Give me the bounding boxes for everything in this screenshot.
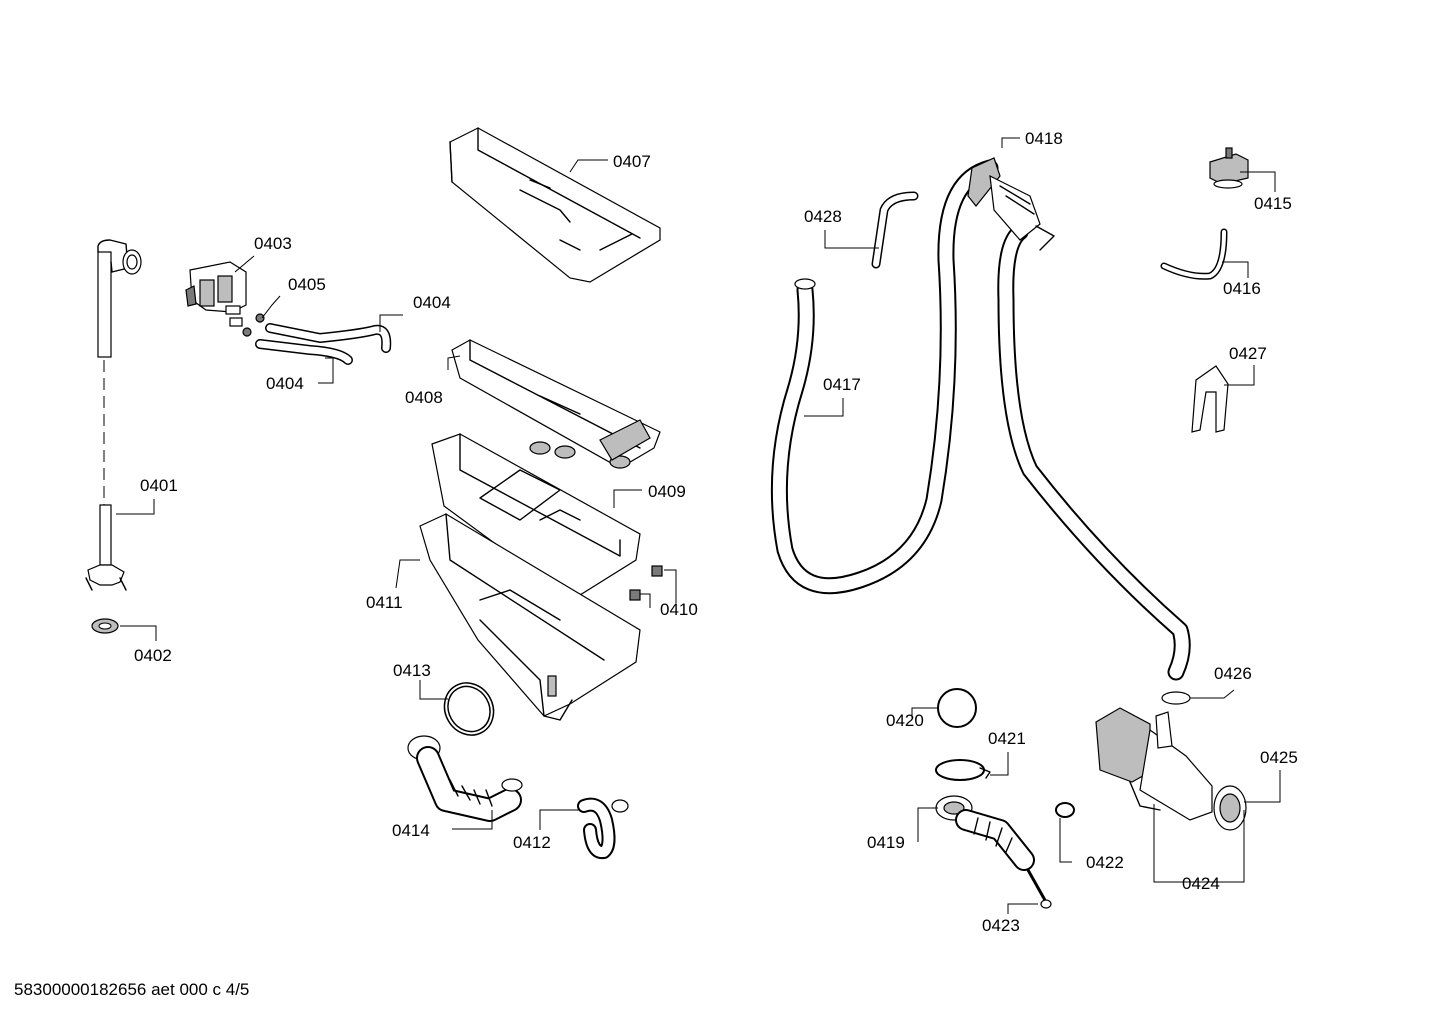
part-labels: 0401 0402 0403 0404 0404 0405 0407 0408 … — [134, 129, 1298, 935]
label-0422: 0422 — [1086, 853, 1124, 872]
part-0417-drain-hose — [770, 159, 999, 595]
label-0403: 0403 — [254, 234, 292, 253]
part-0418-drain-connector-hose — [967, 157, 1191, 681]
label-0425: 0425 — [1260, 748, 1298, 767]
label-0414: 0414 — [392, 821, 430, 840]
part-0407-dispenser-cover — [449, 127, 661, 283]
part-0426-clamp — [1161, 691, 1191, 705]
label-0420: 0420 — [886, 711, 924, 730]
label-0427: 0427 — [1229, 344, 1267, 363]
label-0426: 0426 — [1214, 664, 1252, 683]
label-0408: 0408 — [405, 388, 443, 407]
label-0401: 0401 — [140, 476, 178, 495]
part-0408-dispenser-drawer — [451, 339, 661, 469]
part-0421-clamp — [935, 759, 991, 781]
label-0424: 0424 — [1182, 874, 1220, 893]
leader-lines — [116, 137, 1281, 914]
label-0413: 0413 — [393, 661, 431, 680]
label-0404-lower: 0404 — [266, 374, 304, 393]
part-0410-screws — [629, 565, 663, 601]
part-0404-hoses — [255, 323, 392, 365]
label-0405: 0405 — [288, 275, 326, 294]
part-0427-hose-holder — [1191, 365, 1229, 433]
part-0402-washer — [91, 618, 119, 634]
label-0417: 0417 — [823, 375, 861, 394]
label-0410: 0410 — [660, 600, 698, 619]
part-0415-pressure-sensor — [1209, 147, 1249, 189]
label-0418: 0418 — [1025, 129, 1063, 148]
label-0412: 0412 — [513, 833, 551, 852]
part-0420-seal — [937, 688, 977, 728]
label-0411: 0411 — [366, 593, 403, 612]
part-0422-clamp — [1055, 802, 1075, 818]
part-0428-small-hose — [871, 191, 919, 269]
label-0404-upper: 0404 — [413, 293, 451, 312]
part-0414-bellows — [407, 735, 523, 822]
label-0402: 0402 — [134, 646, 172, 665]
part-0423-rod — [1026, 869, 1052, 909]
part-0405-clips — [242, 313, 265, 337]
part-0401-inlet-hose — [85, 239, 142, 591]
part-0411-dispenser-housing — [419, 513, 641, 721]
label-0415: 0415 — [1254, 194, 1292, 213]
label-0407: 0407 — [613, 152, 651, 171]
label-0419: 0419 — [867, 833, 905, 852]
part-0403-inlet-valve — [185, 261, 247, 327]
label-0428: 0428 — [804, 207, 842, 226]
part-0416-pressure-hose — [1160, 228, 1228, 280]
label-0416: 0416 — [1223, 279, 1261, 298]
document-id-footer: 58300000182656 aet 000 c 4/5 — [14, 980, 250, 999]
part-0409-dispenser-housing-top — [431, 433, 641, 601]
part-0412-elbow — [577, 797, 629, 860]
part-0419-sump-hose — [935, 795, 1035, 871]
label-0409: 0409 — [648, 482, 686, 501]
label-0423: 0423 — [982, 916, 1020, 935]
part-0413-seal-ring — [443, 682, 495, 736]
label-0421: 0421 — [988, 729, 1026, 748]
part-0424-drain-pump — [1095, 707, 1247, 831]
